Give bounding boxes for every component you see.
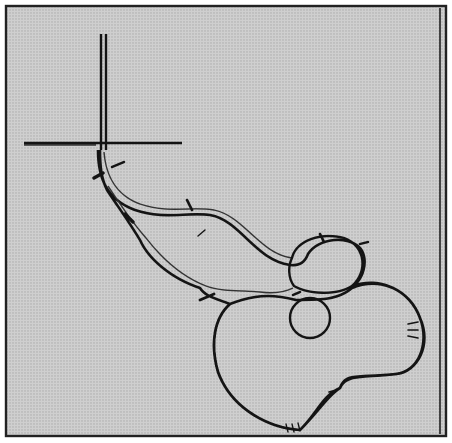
diagram-figure — [0, 0, 452, 443]
diagram-canvas — [0, 0, 452, 443]
